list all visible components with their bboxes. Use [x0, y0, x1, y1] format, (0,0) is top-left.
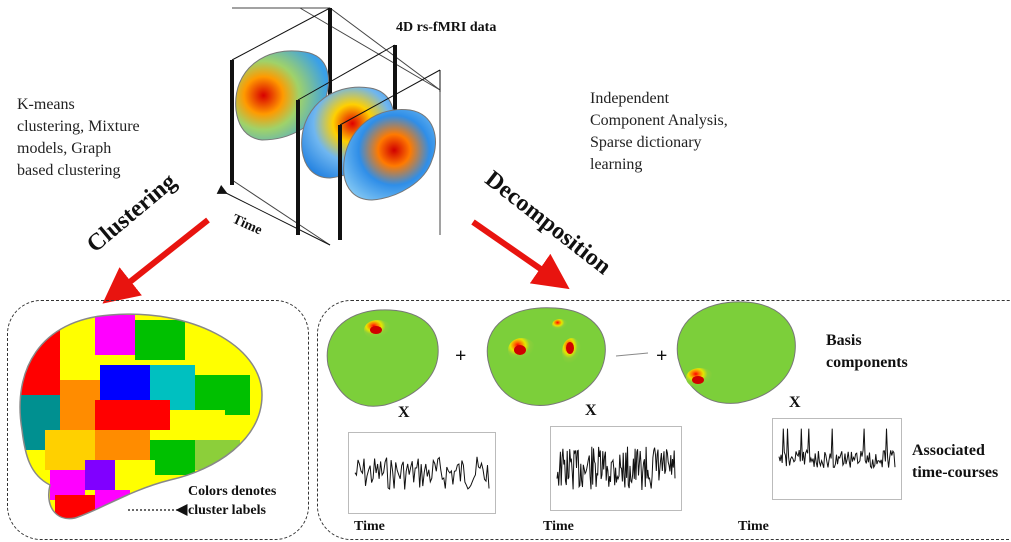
times-sign-1: X — [398, 404, 410, 421]
cluster-legend-line: cluster labels — [188, 503, 266, 518]
time-label-1: Time — [354, 519, 385, 534]
basis-label: Basis components — [826, 330, 908, 374]
time-label-3: Time — [738, 519, 769, 534]
stack-guides — [231, 7, 441, 246]
time-label-2: Time — [543, 519, 574, 534]
timecourse-1 — [354, 456, 490, 490]
time-arrow — [216, 184, 331, 246]
clustering-methods: K-means clustering, Mixture models, Grap… — [17, 94, 140, 182]
component-connector — [615, 352, 649, 357]
timecourse-label-line: time-courses — [912, 464, 999, 481]
times-sign-3: X — [789, 394, 801, 411]
clustering-method-line: models, Graph — [17, 140, 112, 157]
clustering-method-line: based clustering — [17, 162, 121, 179]
timecourse-label: Associated time-courses — [912, 440, 998, 484]
cluster-legend: Colors denotes cluster labels — [188, 482, 276, 520]
timecourse-2 — [556, 446, 676, 491]
cluster-legend-line: Colors denotes — [188, 484, 277, 499]
timecourse-label-line: Associated — [912, 442, 985, 459]
basis-brain-1 — [326, 309, 439, 407]
clustering-panel — [7, 300, 309, 540]
basis-brain-3 — [676, 301, 796, 404]
timecourse-3 — [778, 428, 896, 470]
decomposition-methods: Independent Component Analysis, Sparse d… — [590, 88, 728, 176]
decomposition-method-line: learning — [590, 156, 643, 173]
clustering-method-line: K-means — [17, 96, 75, 113]
times-sign-2: X — [585, 402, 597, 419]
plus-sign-2: + — [656, 345, 668, 367]
timecourse-box-3 — [772, 418, 902, 500]
decomposition-arrow — [471, 219, 570, 290]
clustering-arrow — [102, 217, 210, 304]
timecourse-box-1 — [348, 432, 496, 514]
basis-brain-2 — [486, 307, 606, 406]
clustering-method-line: clustering, Mixture — [17, 118, 140, 135]
timecourse-box-2 — [550, 426, 682, 511]
basis-label-line: Basis — [826, 332, 862, 349]
fmri-slice-3 — [338, 69, 441, 240]
plus-sign-1: + — [455, 345, 467, 367]
decomposition-method-line: Independent — [590, 90, 670, 107]
decomposition-panel — [317, 300, 1011, 540]
decomposition-method-line: Component Analysis, — [590, 112, 728, 129]
data-label: 4D rs-fMRI data — [396, 20, 497, 35]
decomposition-method-line: Sparse dictionary — [590, 134, 702, 151]
basis-label-line: components — [826, 354, 908, 371]
